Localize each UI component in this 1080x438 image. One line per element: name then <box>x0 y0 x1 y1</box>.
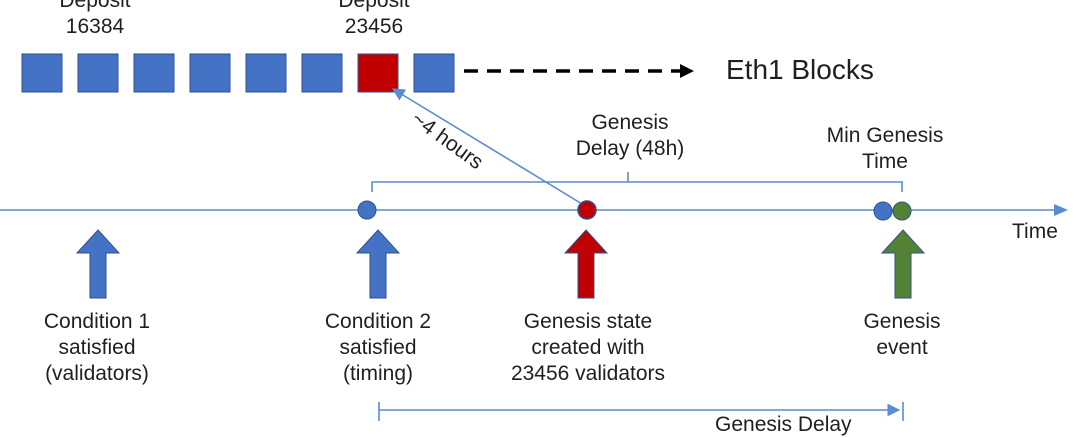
genesis-delay-bracket <box>371 181 903 192</box>
eth1-block <box>21 53 63 93</box>
genesis-state-arrow-icon <box>563 229 609 299</box>
bottom-span-label: Genesis Delay <box>715 413 852 436</box>
eth1-block <box>245 53 287 93</box>
eth1-block <box>77 53 119 93</box>
condition-1-arrow-icon <box>75 229 121 299</box>
genesis-event-arrow-icon <box>880 229 926 299</box>
eth1-block-deposit-23456 <box>357 53 399 93</box>
genesis-event-point <box>892 201 912 221</box>
condition-2-point <box>357 200 377 220</box>
genesis-event-label: Genesis event <box>863 310 941 359</box>
eth1-block <box>301 53 343 93</box>
min-genesis-time-point <box>873 201 893 221</box>
timeline-arrowhead-icon <box>1054 204 1068 216</box>
eth1-block <box>189 53 231 93</box>
eth1-continuation-arrowhead-icon <box>680 64 694 78</box>
condition-2-arrow-icon <box>355 229 401 299</box>
eth1-block <box>413 53 455 93</box>
lookback-arrow <box>391 88 588 208</box>
time-axis-label: Time <box>1012 220 1058 243</box>
genesis-state-point <box>577 200 597 220</box>
diagram-canvas <box>0 53 1068 421</box>
genesis-state-label: Genesis state created with 23456 validat… <box>510 310 666 385</box>
eth1-block <box>133 53 175 93</box>
deposit-23456-label: Deposit 23456 <box>338 0 410 38</box>
condition-2-label: Condition 2 satisfied (timing) <box>324 310 432 385</box>
min-genesis-time-label: Min Genesis Time <box>826 124 944 173</box>
deposit-16384-label: Deposit 16384 <box>59 0 131 38</box>
eth1-blocks-label: Eth1 Blocks <box>726 54 874 85</box>
genesis-delay-label: Genesis Delay (48h) <box>575 111 685 160</box>
condition-1-label: Condition 1 satisfied (validators) <box>43 310 151 385</box>
